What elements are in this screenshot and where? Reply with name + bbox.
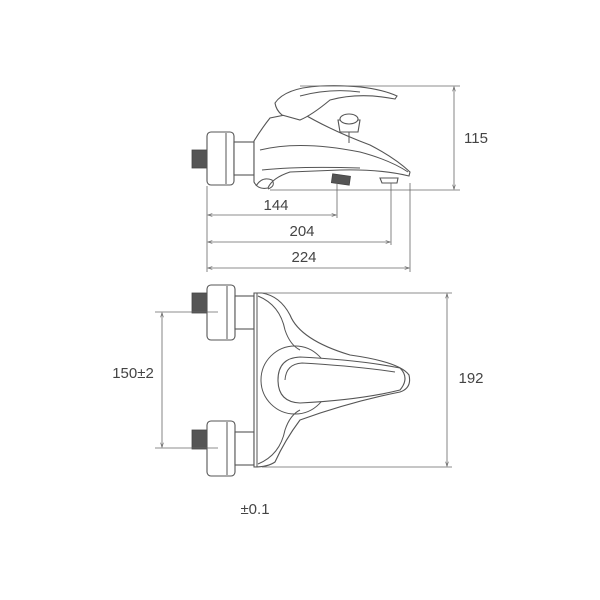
side-outlet [379,177,399,184]
side-aerator-thread [330,173,351,186]
depth-dimension-label: 192 [458,370,483,387]
side-connector-nut [206,131,235,186]
side-view-faucet [191,85,411,190]
top-lever-handle [277,356,406,404]
height-dimension-label: 115 [464,130,488,147]
spacing-dimension-label: 150±2 [112,365,154,382]
side-dimension-lines [206,85,460,272]
length-dimension-label-1: 144 [263,197,288,214]
length-dimension-label-2: 204 [289,223,314,240]
top-connector-nut-lower [206,420,236,477]
top-neck-lower [234,431,255,466]
tolerance-label: ±0.1 [240,501,269,518]
top-view-faucet [191,284,411,477]
top-inlet-thread-upper [191,292,208,314]
top-neck-upper [234,295,255,330]
top-dimension-lines [155,292,452,468]
top-inlet-thread-lower [191,429,208,450]
top-connector-nut-upper [206,284,236,341]
side-inlet-thread [191,149,208,169]
side-neck [233,141,255,176]
length-dimension-label-3: 224 [291,249,316,266]
